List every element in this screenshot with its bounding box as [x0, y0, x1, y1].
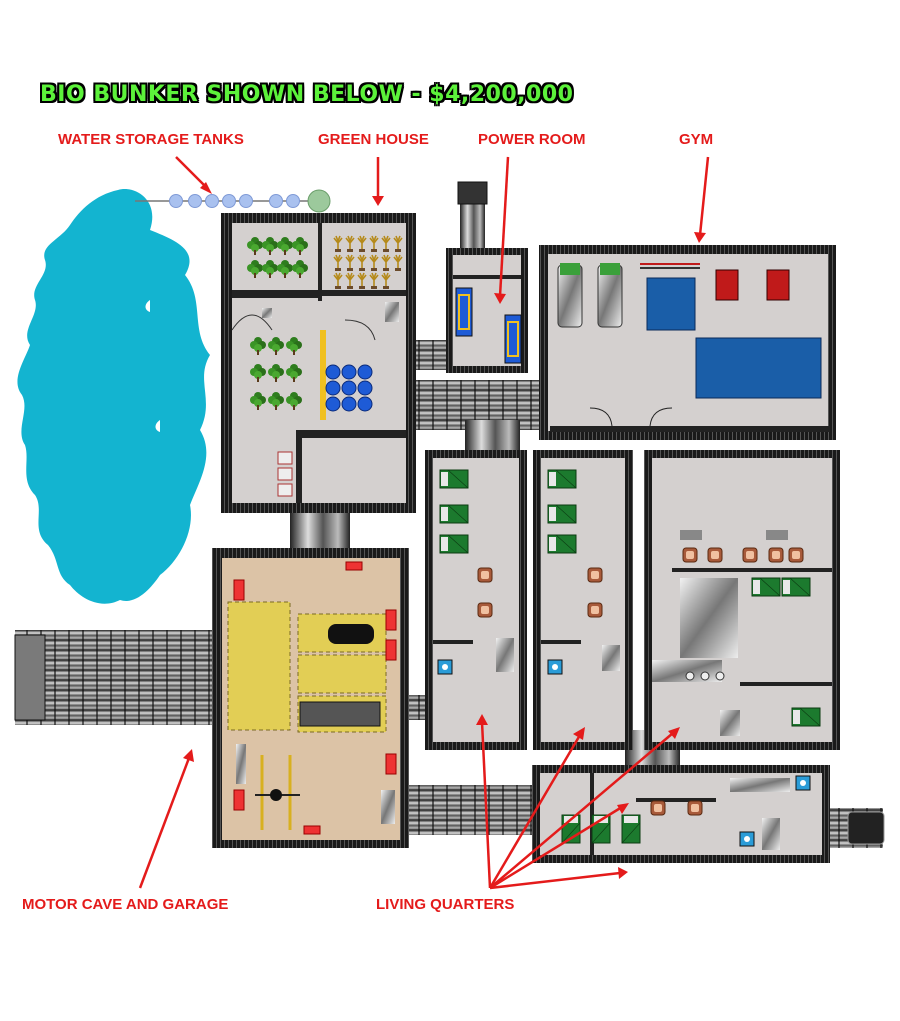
label-power-room: POWER ROOM — [478, 131, 586, 148]
entry-hatch — [14, 634, 46, 721]
living-quarters-2 — [533, 450, 633, 750]
exit-hatch — [847, 811, 885, 845]
label-water-storage-tanks: WATER STORAGE TANKS — [58, 131, 244, 148]
main-tank — [307, 189, 331, 213]
living-quarters-4 — [532, 765, 830, 863]
garage-room — [212, 548, 409, 848]
green-house-room — [221, 213, 416, 513]
label-green-house: GREEN HOUSE — [318, 131, 429, 148]
vent-cap — [457, 181, 488, 205]
label-living-quarters: LIVING QUARTERS — [376, 896, 515, 913]
power-tunnel — [410, 340, 450, 370]
water-storage-tanks — [169, 194, 300, 208]
label-arrows — [138, 156, 710, 890]
label-gym: GYM — [679, 131, 714, 148]
living-quarters-1 — [425, 450, 527, 750]
water-lake — [17, 189, 210, 604]
gym-room — [539, 245, 836, 440]
power-room — [446, 248, 528, 373]
page-title: BIO BUNKER SHOWN BELOW - $4,200,000 — [40, 82, 574, 107]
greenhouse-garage-tunnel — [290, 512, 350, 550]
garage-lower-tunnel — [405, 785, 535, 835]
label-motor-cave: MOTOR CAVE AND GARAGE — [22, 896, 229, 913]
living-quarters-3 — [644, 450, 840, 750]
entry-tunnel — [15, 630, 215, 725]
